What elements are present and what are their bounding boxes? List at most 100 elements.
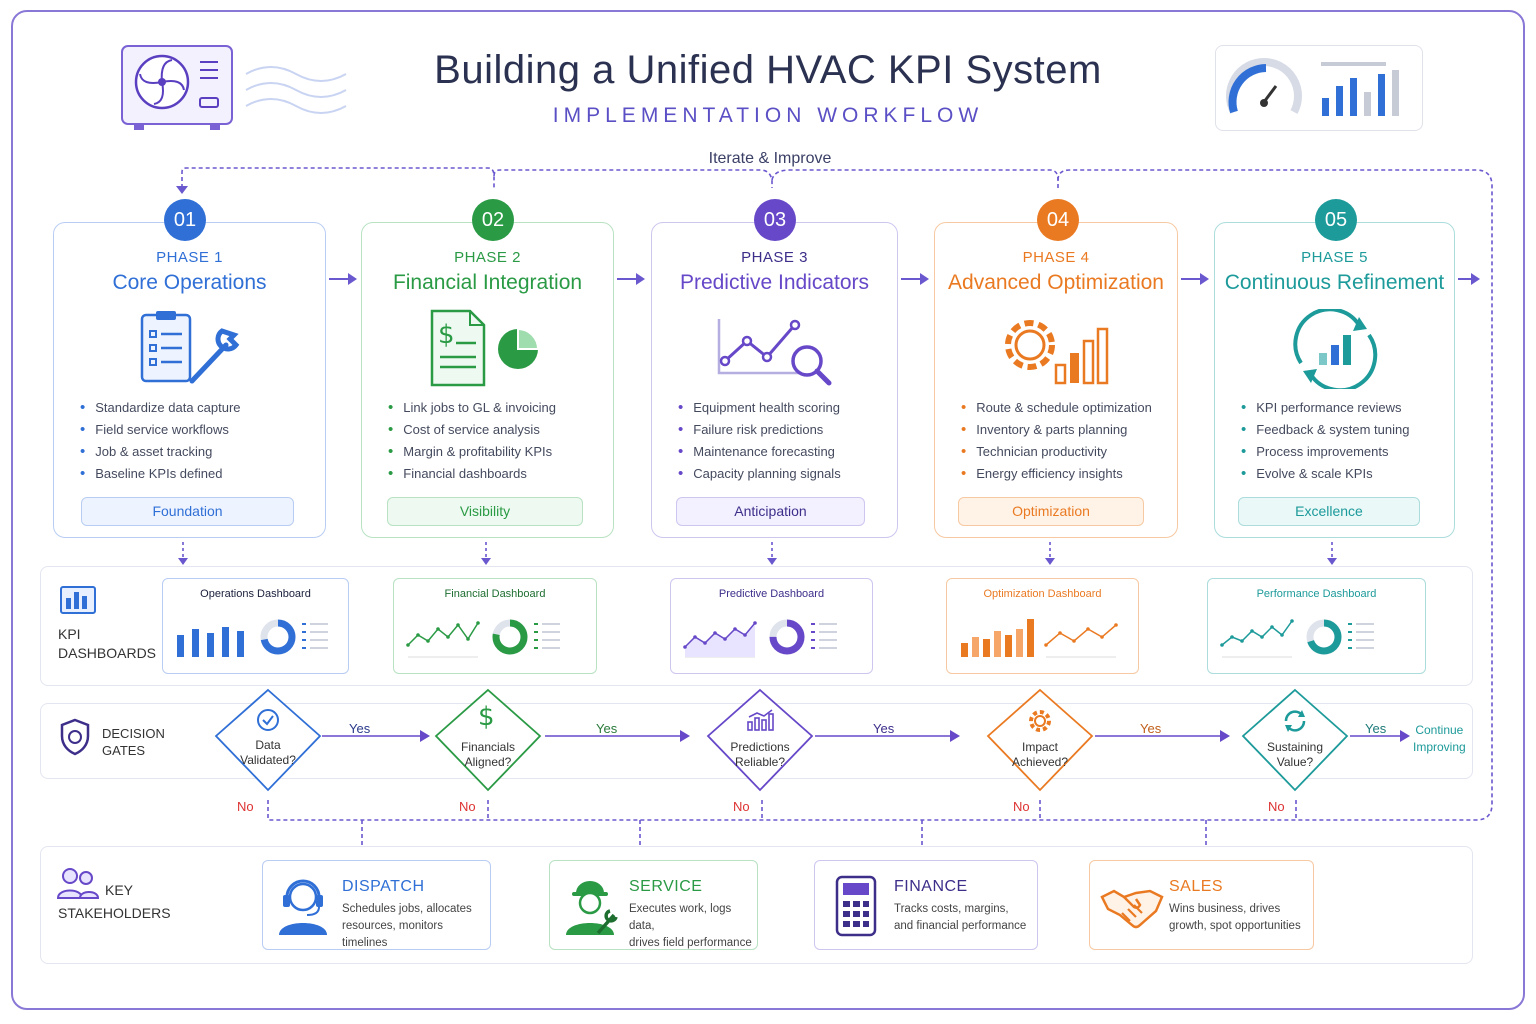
phase-arrow (901, 273, 929, 285)
dollar-icon: $ (478, 702, 495, 732)
stakeholders-label-key: KEY (105, 882, 134, 898)
legend-dot (534, 631, 538, 633)
list-item: Baseline KPIs defined (80, 463, 241, 485)
dashboard-title: Performance Dashboard (1256, 588, 1377, 600)
chart-bar (207, 633, 214, 657)
list-item: Route & schedule optimization (961, 397, 1152, 419)
chart-line (1221, 620, 1293, 646)
phase-title: Core Operations (112, 271, 267, 294)
phase-label: PHASE 5 (1301, 249, 1368, 266)
legend-dot (302, 639, 306, 641)
no-label: No (733, 799, 750, 814)
legend-dot (534, 647, 538, 649)
gear-icon (1027, 708, 1053, 734)
chart-bar (192, 629, 199, 657)
legend-line (542, 623, 560, 625)
dashboard-title: Operations Dashboard (200, 588, 311, 600)
list-item: Financial dashboards (388, 463, 556, 485)
svg-text:$: $ (438, 320, 455, 350)
legend-dot (302, 623, 306, 625)
dashboard-title: Predictive Dashboard (718, 588, 825, 600)
dashboard-icon (60, 586, 96, 614)
dashboard-card-optimization[interactable]: Optimization Dashboard (946, 578, 1139, 674)
dashboard-card-operations[interactable]: Operations Dashboard (162, 578, 349, 674)
yes-label: Yes (873, 721, 895, 736)
legend-dot (534, 639, 538, 641)
list-item: Equipment health scoring (678, 397, 841, 419)
phase-badge: Foundation (81, 497, 294, 526)
legend-line (819, 647, 837, 649)
legend-dot (811, 639, 815, 641)
calculator-icon (833, 875, 879, 937)
legend-line (1356, 639, 1374, 641)
phase-badge: Anticipation (676, 497, 865, 526)
legend-dot (1348, 639, 1352, 641)
phase-title: Continuous Refinement (1224, 271, 1445, 294)
phase-card-1[interactable]: 01 PHASE 1 Core Operations Standardize d… (53, 199, 326, 538)
phase-arrow (329, 273, 357, 285)
dashboard-mini-chart (1220, 619, 1374, 658)
list-item: Capacity planning signals (678, 463, 840, 485)
phase-item-list: Route & schedule optimization Inventory … (961, 397, 1152, 485)
phase-title: Financial Integration (392, 271, 583, 294)
phase-card-4[interactable]: 04 PHASE 4 Advanced Optimization Route &… (934, 199, 1178, 538)
chart-point (1086, 627, 1090, 631)
phase-number: 03 (754, 199, 796, 241)
stakeholder-desc: Executes work, logs data,drives field pe… (629, 903, 752, 949)
chart-point (743, 633, 747, 637)
no-label: No (1013, 799, 1030, 814)
shield-icon (60, 718, 90, 756)
legend-line (310, 639, 328, 641)
chart-point (436, 627, 440, 631)
phase-card-2[interactable]: 02 PHASE 2 Financial Integration $ Link … (361, 199, 614, 538)
chart-bar (983, 639, 990, 657)
legend-dot (302, 647, 306, 649)
chart-bar (961, 643, 968, 657)
chart-bar (237, 631, 244, 657)
dashboard-card-predictive[interactable]: Predictive Dashboard (670, 578, 873, 674)
dashboard-card-financial[interactable]: Financial Dashboard (393, 578, 597, 674)
phase-item-list: KPI performance reviews Feedback & syste… (1241, 397, 1409, 485)
phase-item-list: Standardize data capture Field service w… (80, 397, 241, 485)
phase-card-3[interactable]: 03 PHASE 3 Predictive Indicators Equipme… (651, 199, 898, 538)
legend-dot (534, 623, 538, 625)
legend-line (310, 631, 328, 633)
iterate-label: Iterate & Improve (708, 150, 832, 167)
legend-line (819, 623, 837, 625)
chart-point (713, 631, 717, 635)
chart-point (1280, 633, 1284, 637)
chart-bar (1016, 629, 1023, 657)
stakeholder-card-service[interactable]: SERVICE Executes work, logs data,drives … (549, 860, 758, 950)
legend-dot (811, 647, 815, 649)
list-item: Evolve & scale KPIs (1241, 463, 1409, 485)
list-item: Inventory & parts planning (961, 419, 1152, 441)
phase-card-5[interactable]: 05 PHASE 5 Continuous Refinement KPI per… (1214, 199, 1455, 538)
list-item: Job & asset tracking (80, 441, 241, 463)
chart-point (1114, 623, 1118, 627)
list-item: Margin & profitability KPIs (388, 441, 556, 463)
phase-title: Advanced Optimization (948, 271, 1164, 294)
chart-point (1260, 635, 1264, 639)
donut-value (492, 619, 528, 655)
donut-value (769, 619, 805, 655)
dashboard-card-performance[interactable]: Performance Dashboard (1207, 578, 1426, 674)
phase-number: 02 (472, 199, 514, 241)
phase-arrow (617, 273, 645, 285)
legend-dot (1348, 631, 1352, 633)
page-title: Building a Unified HVAC KPI System (434, 48, 1102, 92)
legend-dot (811, 631, 815, 633)
yes-label: Yes (596, 721, 618, 736)
chart-bar (222, 627, 229, 657)
legend-line (819, 631, 837, 633)
phase-label: PHASE 2 (454, 249, 521, 266)
chart-line (1045, 624, 1117, 646)
legend-dot (1348, 647, 1352, 649)
stakeholder-card-finance[interactable]: FINANCE Tracks costs, margins,and financ… (814, 860, 1038, 950)
donut-value (1306, 619, 1342, 655)
